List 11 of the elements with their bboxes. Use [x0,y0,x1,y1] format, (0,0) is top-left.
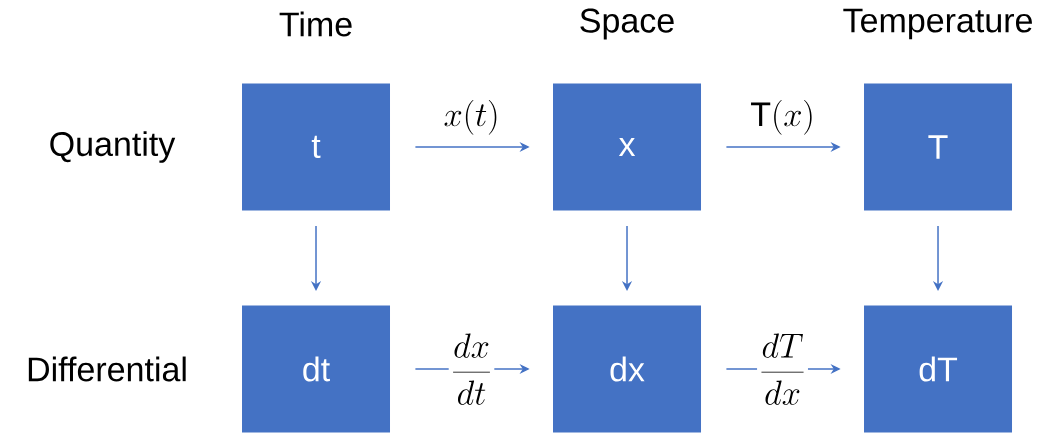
process-box: x [553,83,701,211]
process-box: T [864,83,1012,211]
heading-label: Quantity [50,131,176,163]
process-box: t [242,83,390,211]
process-box: dt [242,305,390,433]
edge-label: $x(t)$ [441,98,502,137]
process-box: dx [553,305,701,433]
edge-label: $\mathrm{T}(x)$ [748,98,817,137]
edge-label: $\frac{dT}{dx}$ [757,331,808,407]
edge-label: $\frac{dx}{dt}$ [448,331,495,407]
process-box: dT [864,305,1012,433]
